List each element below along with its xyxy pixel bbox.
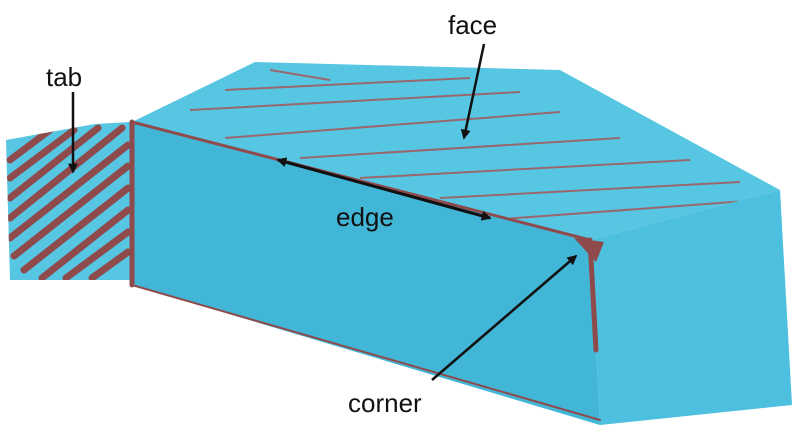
tab-label: tab [46, 62, 82, 92]
box-front-face [132, 122, 600, 425]
edge-label: edge [336, 202, 394, 232]
edge-double-arrow [276, 157, 492, 221]
tab-flap [6, 122, 132, 280]
corner-label: corner [348, 388, 422, 418]
face-arrow [460, 43, 486, 140]
corner-mark [574, 238, 604, 262]
corner-arrow [431, 254, 578, 381]
box-side-face [590, 190, 792, 425]
tab-hatching [6, 124, 132, 280]
face-label: face [448, 10, 497, 40]
annotation-arrows [68, 43, 578, 381]
